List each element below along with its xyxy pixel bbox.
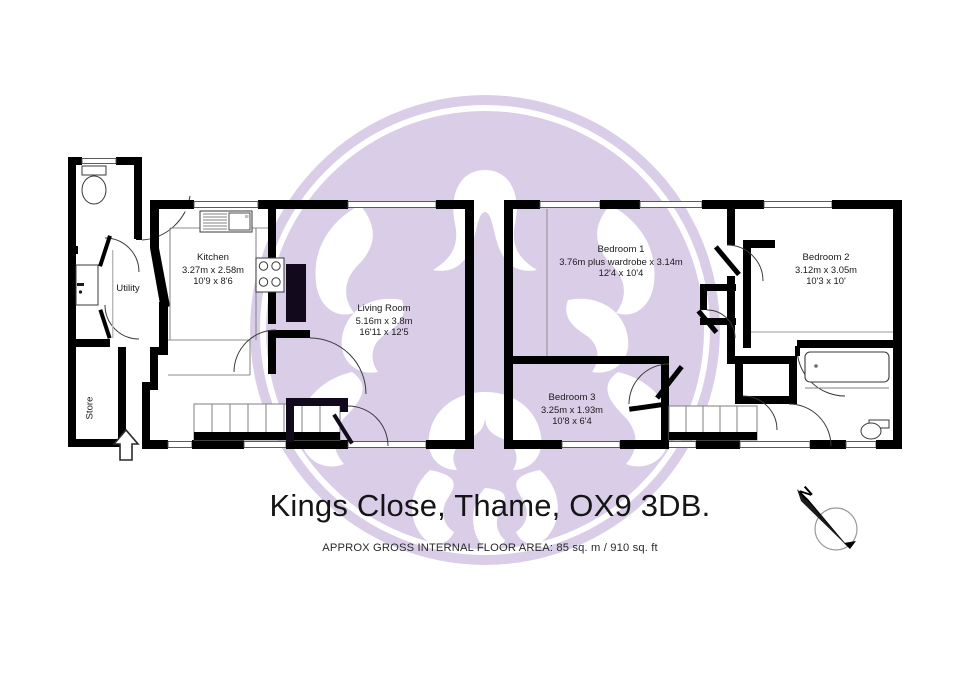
compass-icon: N [796, 484, 858, 551]
room-name: Bedroom 2 [802, 252, 850, 263]
room-name: Living Room [357, 303, 411, 314]
room-dim-imperial: 12'4 x 10'4 [598, 267, 644, 279]
room-label-store: Store [84, 396, 96, 420]
chimney-block [286, 264, 306, 322]
page-title: Kings Close, Thame, OX9 3DB. [269, 488, 711, 523]
entrance-arrow-icon [112, 428, 140, 461]
annex-walls [68, 157, 142, 447]
room-dim-metric: 5.16m x 3.8m [355, 314, 413, 326]
kitchen-door [233, 329, 277, 373]
understairs-walls [286, 398, 389, 447]
room-dim-metric: 3.25m x 1.93m [540, 403, 603, 415]
room-label-bedroom-1: Bedroom 1 3.76m plus wardrobe x 3.14m 12… [531, 244, 711, 279]
room-dim-imperial: 16'11 x 12'5 [359, 326, 409, 338]
wc-fixtures [75, 165, 107, 306]
room-name: Kitchen [197, 252, 229, 263]
room-label-kitchen: Kitchen 3.27m x 2.58m 10'9 x 8'6 [153, 252, 273, 287]
room-dim-metric: 3.76m plus wardrobe x 3.14m [559, 255, 683, 267]
room-name: Utility [116, 283, 140, 294]
kitchen-units [159, 209, 268, 376]
room-dim-imperial: 10'8 x 6'4 [552, 415, 592, 427]
room-label-living-room: Living Room 5.16m x 3.8m 16'11 x 12'5 [324, 303, 444, 338]
room-name: Bedroom 1 [597, 244, 645, 255]
floor-area-subtitle: APPROX GROSS INTERNAL FLOOR AREA: 85 sq.… [322, 542, 658, 554]
room-dim-imperial: 10'3 x 10' [806, 275, 846, 287]
right-block-door-leaves [628, 245, 800, 412]
room-label-utility: Utility [98, 283, 158, 295]
landing-staircase [668, 405, 758, 441]
room-dim-imperial: 10'9 x 8'6 [193, 275, 233, 287]
room-name: Bedroom 3 [548, 392, 596, 403]
right-block-walls [504, 200, 902, 449]
room-label-bedroom-2: Bedroom 2 3.12m x 3.05m 10'3 x 10' [766, 252, 886, 287]
living-room-door [309, 337, 367, 395]
bathroom-fixtures [804, 351, 890, 440]
room-dim-metric: 3.12m x 3.05m [794, 263, 857, 275]
right-block-doors [628, 244, 846, 447]
kitchen-sink [199, 210, 253, 233]
room-dim-metric: 3.27m x 2.58m [181, 263, 244, 275]
kitchen-hob [255, 257, 285, 293]
living-room-staircase [193, 403, 341, 441]
room-label-bedroom-3: Bedroom 3 3.25m x 1.93m 10'8 x 6'4 [512, 392, 632, 427]
